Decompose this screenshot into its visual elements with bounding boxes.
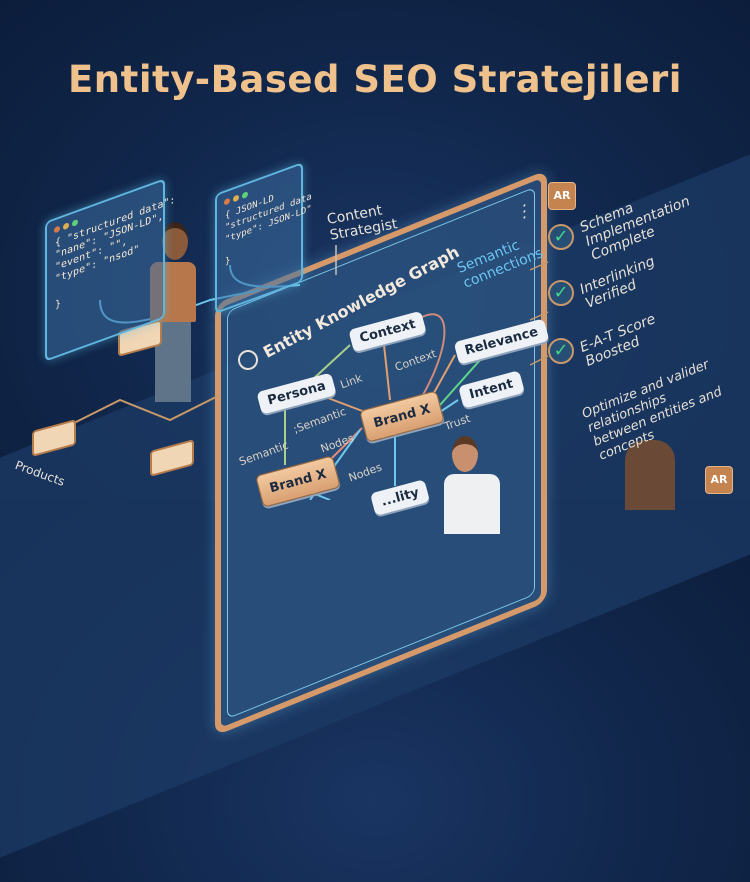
edge <box>419 313 446 401</box>
edge <box>383 344 391 401</box>
vr-headset-icon <box>625 440 675 510</box>
edge <box>311 344 351 381</box>
ar-icon: AR <box>548 182 576 210</box>
edge <box>319 394 366 413</box>
check-icon: ✓ <box>548 338 574 364</box>
edge <box>439 399 459 413</box>
checklist-connectors <box>529 261 549 366</box>
openai-logo-icon <box>238 350 258 370</box>
ar-icon-bottom: AR <box>705 466 733 494</box>
edge <box>439 359 481 406</box>
floor-path <box>59 394 221 431</box>
page-title: Entity-Based SEO Stratejileri <box>68 58 682 101</box>
man-figure <box>444 436 500 534</box>
check-icon: ✓ <box>548 224 574 250</box>
check-icon: ✓ <box>548 280 574 306</box>
